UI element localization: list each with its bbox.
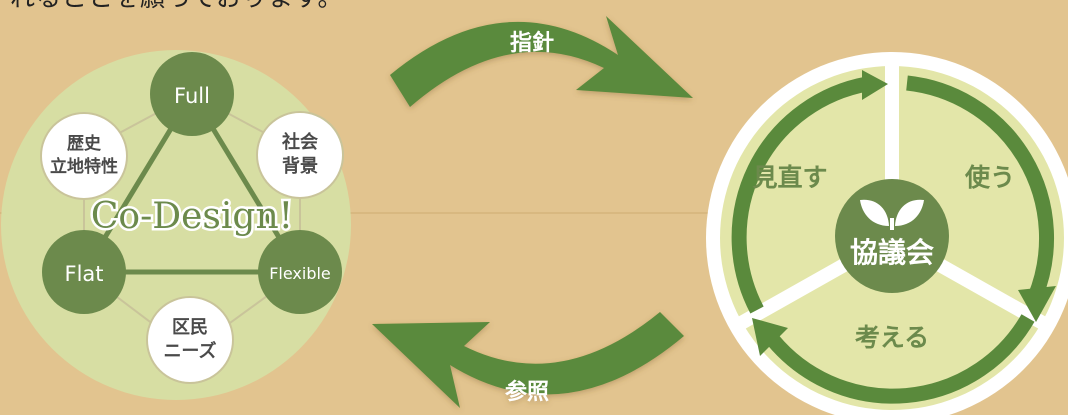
codesign-diagram: Full 歴史 立地特性 社会 背景 Flat Flex — [1, 50, 351, 400]
node-social: 社会 背景 — [256, 111, 344, 199]
segment-review-label: 見直す — [752, 163, 827, 192]
cycle-arrow-right — [906, 75, 1055, 300]
arrow-bottom: 参照 — [372, 312, 684, 408]
node-flat: Flat — [42, 230, 126, 314]
arrow-top-shape — [390, 16, 693, 107]
node-needs-line1: 区民 — [172, 317, 208, 338]
codesign-title: Co-Design! — [91, 196, 293, 237]
arrow-top: 指針 — [390, 16, 693, 107]
node-history: 歴史 立地特性 — [40, 112, 128, 200]
cycle-arrowhead-right — [1018, 286, 1056, 322]
sprout-icon — [860, 199, 924, 230]
node-social-line1: 社会 — [282, 131, 318, 153]
segment-think-label: 考える — [855, 323, 929, 352]
node-social-line2: 背景 — [282, 155, 318, 177]
cycle-diagram: 見直す 使う 考える 協議会 — [706, 52, 1068, 415]
arrow-top-label: 指針 — [510, 30, 554, 56]
node-history-line1: 歴史 — [67, 133, 102, 154]
cycle-center-label: 協議会 — [850, 236, 934, 269]
cycle-arrowhead-left — [862, 70, 888, 100]
node-needs-line2: ニーズ — [163, 340, 216, 362]
cycle-arrow-bottom — [767, 314, 1035, 404]
node-full-label: Full — [174, 84, 210, 108]
cycle-arrow-left — [731, 76, 869, 314]
background-divider — [0, 212, 1068, 214]
node-flat-label: Flat — [64, 262, 103, 286]
node-needs: 区民 ニーズ — [146, 296, 234, 384]
intro-text: れることを願っております。 — [10, 0, 344, 14]
cycle-arrowheads — [752, 70, 1056, 356]
node-full: Full — [150, 52, 234, 136]
arrow-bottom-shape — [372, 312, 684, 408]
arrow-bottom-label: 参照 — [505, 379, 549, 405]
segment-use-label: 使う — [964, 163, 1015, 192]
cycle-arrows — [731, 75, 1055, 404]
cycle-arrowhead-bottom — [752, 318, 788, 356]
node-history-line2: 立地特性 — [50, 156, 118, 177]
node-flexible: Flexible — [258, 230, 342, 314]
node-flexible-label: Flexible — [269, 264, 331, 283]
